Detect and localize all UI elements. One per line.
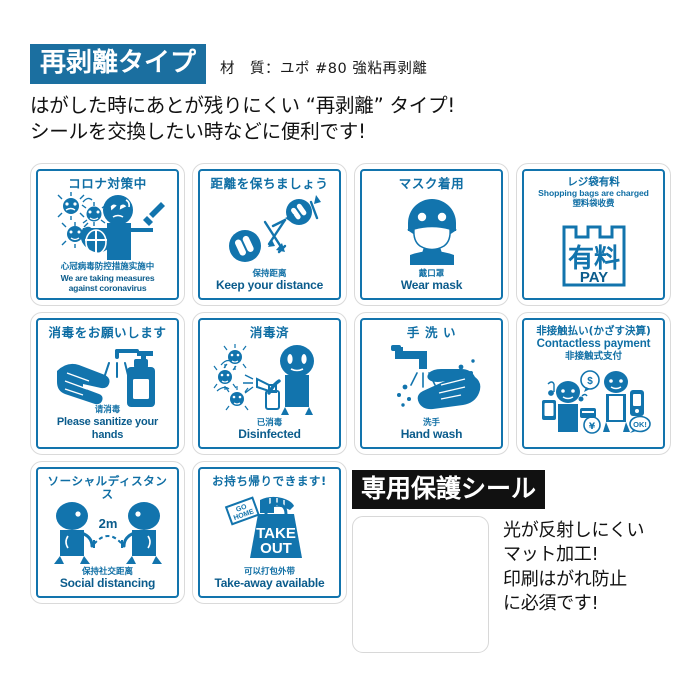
takeout-label-line2: OUT <box>260 540 292 557</box>
sticker-card-wear-mask[interactable]: マスク着用 <box>354 163 509 306</box>
header-description-line2: シールを交換したい時などに便利です! <box>30 119 366 143</box>
sticker-title-jp: 消毒済 <box>249 325 290 340</box>
protective-description-line2: マット加工! <box>503 544 599 566</box>
footprints-distance-arrow-icon <box>204 191 335 269</box>
header-title-row: 再剥離タイプ 材 質：ユポ #80 強粘再剥離 <box>30 44 680 84</box>
sticker-title-jp: マスク着用 <box>398 176 465 191</box>
sticker-footer-en: Social distancing <box>59 576 156 591</box>
sticker-footer: 戴口罩 Wear mask <box>366 269 497 293</box>
knight-shield-sword-virus-icon <box>42 191 173 262</box>
sticker-footer-cn: 请消毒 <box>94 405 121 416</box>
sticker-grid: コロナ対策中 <box>30 163 678 610</box>
shopping-bag-pay-icon: 有料 PAY <box>528 209 659 294</box>
protective-sticker-preview[interactable] <box>352 516 489 653</box>
sticker-footer-en: We are taking measures <box>60 272 155 283</box>
svg-text:$: $ <box>587 376 593 387</box>
protective-sticker-description: 光が反射しにくい マット加工! 印刷はがれ防止 に必須です! <box>503 516 645 653</box>
header: 再剥離タイプ 材 質：ユポ #80 強粘再剥離 はがした時にあとが残りにくい “… <box>30 44 680 145</box>
sticker-card-take-away-available[interactable]: お持ち帰りできます! GO HOME <box>192 461 347 604</box>
sticker-footer-en: Hand wash <box>400 427 463 442</box>
sticker-footer: 洗手 Hand wash <box>366 418 497 442</box>
sticker-card-social-distancing[interactable]: ソーシャルディスタンス <box>30 461 185 604</box>
sticker-footer-en: Please sanitize your hands <box>56 416 159 442</box>
sticker-footer-cn: 保持社交距离 <box>81 566 133 577</box>
sticker-footer: 心冠病毒防控措施实施中 We are taking measures again… <box>42 262 173 293</box>
sticker-title-en: Contactless payment <box>536 337 651 350</box>
sticker-footer-en2: against coronavirus <box>68 282 147 293</box>
sticker-footer-en: Disinfected <box>238 427 301 442</box>
hand-sanitizer-bottle-icon <box>42 340 173 407</box>
sticker-title-cn: 塑料袋收费 <box>572 198 615 209</box>
bag-label-jp: 有料 <box>567 244 619 274</box>
sticker-footer: 请消毒 Please sanitize your hands <box>42 405 173 442</box>
person-spray-virus-icon <box>204 340 335 418</box>
header-description: はがした時にあとが残りにくい “再剥離” タイプ! シールを交換したい時などに便… <box>30 93 680 145</box>
sticker-footer-cn: 保持距离 <box>252 268 287 279</box>
sticker-card-shopping-bags-charged[interactable]: レジ袋有料 Shopping bags are charged 塑料袋收费 有料… <box>516 163 671 306</box>
protective-description-line4: に必須です! <box>503 592 599 614</box>
sticker-title-jp: 手 洗 い <box>406 325 457 340</box>
protective-description-line1: 光が反射しにくい <box>503 520 645 541</box>
faucet-washing-hands-icon <box>366 340 497 418</box>
sticker-footer-cn: 已消毒 <box>256 417 283 428</box>
bag-label-en: PAY <box>579 269 607 286</box>
sticker-card-keep-your-distance[interactable]: 距離を保ちましょう <box>192 163 347 306</box>
material-spec-text: 材 質：ユポ #80 強粘再剥離 <box>220 61 428 77</box>
sticker-card-coronavirus-measures[interactable]: コロナ対策中 <box>30 163 185 306</box>
protective-sticker-panel: 専用保護シール 光が反射しにくい マット加工! 印刷はがれ防止 に必須です! <box>352 470 680 653</box>
protective-sticker-badge: 専用保護シール <box>352 470 546 509</box>
sticker-footer: 保持社交距离 Social distancing <box>42 567 173 591</box>
svg-text:GO: GO <box>235 503 248 513</box>
contactless-payment-people-icon: $ ¥ OK! <box>528 362 659 442</box>
sticker-title-jp: 消毒をお願いします <box>48 325 167 340</box>
sticker-card-sanitize-hands[interactable]: 消毒をお願いします <box>30 312 185 455</box>
sticker-card-contactless-payment[interactable]: 非接触払い(かざす決算) Contactless payment 非接触式支付 <box>516 312 671 455</box>
takeout-label-line1: TAKE <box>256 525 296 542</box>
protective-sticker-row: 光が反射しにくい マット加工! 印刷はがれ防止 に必須です! <box>352 516 680 653</box>
sticker-footer-cn: 洗手 <box>422 417 440 428</box>
sticker-row-2: 消毒をお願いします <box>30 312 678 455</box>
distance-label: 2m <box>98 516 117 531</box>
sticker-row-1: コロナ対策中 <box>30 163 678 306</box>
protective-description-line3: 印刷はがれ防止 <box>503 568 627 590</box>
sticker-footer: 保持距离 Keep your distance <box>204 269 335 293</box>
sticker-title-en: Shopping bags are charged <box>538 187 649 198</box>
sticker-footer-en: Take-away available <box>214 576 325 591</box>
takeout-bag-hand-icon: GO HOME TAKE OUT <box>204 488 335 567</box>
sticker-title-jp: コロナ対策中 <box>68 176 147 191</box>
two-people-2m-distance-icon: 2m <box>42 500 173 566</box>
sticker-card-disinfected[interactable]: 消毒済 <box>192 312 347 455</box>
sticker-footer: 可以打包外带 Take-away available <box>204 567 335 591</box>
removable-type-badge: 再剥離タイプ <box>30 44 207 84</box>
sticker-title-cn: 非接触式支付 <box>564 350 622 362</box>
sticker-footer-en: Wear mask <box>400 278 463 293</box>
sticker-title-jp: 非接触払い(かざす決算) <box>536 325 651 337</box>
sticker-title-jp: レジ袋有料 <box>567 176 620 188</box>
person-face-mask-icon <box>366 191 497 269</box>
sticker-footer-en: Keep your distance <box>215 278 324 293</box>
sticker-row-3: ソーシャルディスタンス <box>30 461 678 604</box>
sticker-card-hand-wash[interactable]: 手 洗 い <box>354 312 509 455</box>
svg-text:¥: ¥ <box>588 422 595 432</box>
svg-text:OK!: OK! <box>633 420 647 429</box>
sticker-title-jp: ソーシャルディスタンス <box>47 474 168 501</box>
sticker-footer: 已消毒 Disinfected <box>204 418 335 442</box>
header-description-line1: はがした時にあとが残りにくい “再剥離” タイプ! <box>30 94 456 117</box>
sticker-footer-cn: 心冠病毒防控措施实施中 <box>60 262 155 273</box>
sticker-title-jp: 距離を保ちましょう <box>210 176 329 191</box>
sticker-title-jp: お持ち帰りできます! <box>212 474 327 488</box>
sticker-footer-cn: 可以打包外带 <box>243 566 295 577</box>
sticker-footer-cn: 戴口罩 <box>418 268 445 279</box>
